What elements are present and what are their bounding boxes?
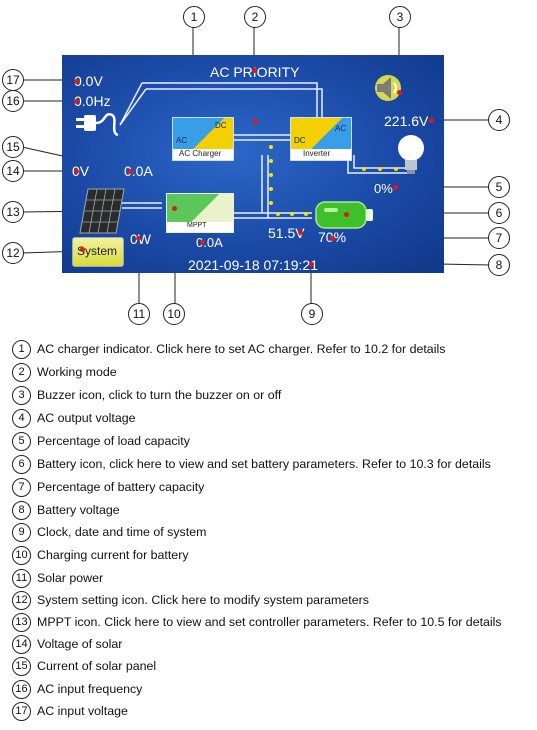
marker-dot	[298, 230, 303, 235]
inverter-caption: Inverter	[303, 149, 331, 158]
callout-15: 15	[2, 136, 24, 158]
marker-dot	[80, 247, 85, 252]
marker-dot	[253, 119, 258, 124]
callout-13: 13	[2, 201, 24, 223]
mppt-controller-icon[interactable]: MPPT	[166, 193, 234, 233]
callout-11: 11	[128, 303, 150, 325]
callout-5: 5	[488, 176, 510, 198]
flow-dot	[269, 145, 273, 149]
inverter-indicator: DC AC Inverter	[290, 117, 352, 161]
callout-17: 17	[2, 69, 24, 91]
flow-dot	[269, 173, 273, 177]
callout-14: 14	[2, 160, 24, 182]
charger-dc-label: DC	[215, 121, 227, 130]
solar-panel-icon	[79, 188, 125, 234]
marker-dot	[74, 169, 79, 174]
ac-plug-icon	[76, 112, 119, 137]
flow-dot	[362, 167, 366, 171]
marker-dot	[74, 99, 79, 104]
system-settings-button[interactable]: System	[72, 237, 124, 267]
ac-input-frequency: 0.0Hz	[74, 93, 111, 109]
flow-dot	[290, 212, 294, 216]
charger-caption: AC Charger	[179, 149, 222, 158]
charger-ac-label: AC	[176, 136, 188, 145]
marker-dot	[172, 206, 177, 211]
marker-dot	[397, 90, 402, 95]
callout-7: 7	[488, 227, 510, 249]
callout-12: 12	[2, 242, 24, 264]
inverter-dc-label: DC	[294, 136, 306, 145]
marker-dot	[330, 236, 335, 241]
marker-dot	[128, 169, 133, 174]
inverter-ac-label: AC	[335, 124, 347, 133]
flow-dot	[269, 187, 273, 191]
ac-output-voltage: 221.6V	[384, 113, 429, 129]
flow-dot	[269, 159, 273, 163]
callout-1: 1	[183, 6, 205, 28]
battery-voltage: 51.5V	[268, 225, 305, 241]
load-percentage: 0%	[374, 181, 393, 196]
inverter-display-screen: AC PRIORITY 0.0V 0.0Hz	[62, 55, 444, 273]
flow-dot	[394, 167, 398, 171]
flow-dot	[304, 212, 308, 216]
marker-dot	[309, 262, 314, 267]
callout-6: 6	[488, 202, 510, 224]
marker-dot	[252, 68, 257, 73]
energy-flow-lines	[119, 82, 407, 219]
charging-current: 0.0A	[196, 235, 223, 250]
callout-10: 10	[163, 303, 185, 325]
marker-dot	[200, 240, 205, 245]
load-bulb-icon	[398, 135, 424, 174]
marker-dot	[136, 236, 141, 241]
battery-icon[interactable]	[314, 199, 376, 231]
flow-dot	[378, 167, 382, 171]
solar-voltage: 0V	[72, 163, 90, 179]
callout-9: 9	[301, 303, 323, 325]
marker-dot	[74, 79, 79, 84]
solar-current: 0.0A	[124, 163, 153, 179]
marker-dot	[344, 212, 349, 217]
callout-2: 2	[244, 6, 266, 28]
callout-16: 16	[2, 90, 24, 112]
flow-dot	[269, 201, 273, 205]
system-clock[interactable]: 2021-09-18 07:19:21	[188, 257, 318, 273]
callout-3: 3	[389, 6, 411, 28]
callout-8: 8	[488, 254, 510, 276]
callout-4: 4	[488, 109, 510, 131]
ac-charger-indicator[interactable]: AC DC AC Charger	[172, 117, 234, 161]
marker-dot	[429, 118, 434, 123]
system-button-label: System	[77, 244, 118, 258]
ac-input-voltage: 0.0V	[74, 73, 103, 89]
buzzer-speaker-icon[interactable]	[372, 73, 404, 103]
mppt-caption: MPPT	[187, 222, 207, 229]
flow-dot	[276, 212, 280, 216]
marker-dot	[393, 185, 398, 190]
